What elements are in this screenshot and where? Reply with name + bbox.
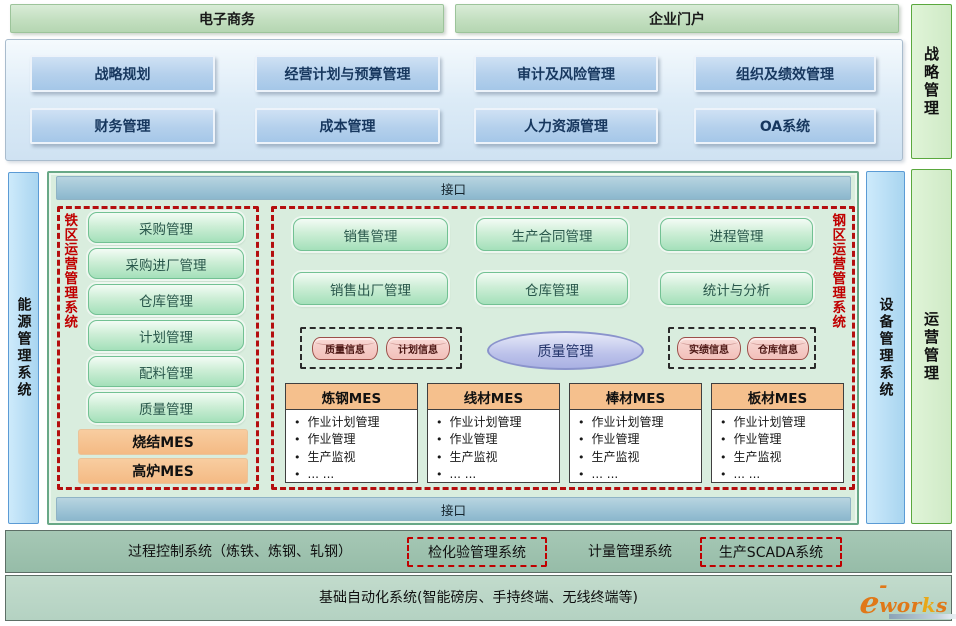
block-finance: 财务管理 — [30, 108, 215, 144]
quality-management-ellipse: 质量管理 — [487, 331, 644, 370]
mes-card-item: ... ... — [578, 466, 699, 483]
sintering-mes-bar: 烧结MES — [78, 429, 248, 455]
inspection-system-box: 检化验管理系统 — [407, 537, 547, 567]
steelmaking-mes-card: 炼钢MES 作业计划管理 作业管理 生产监视 ... ... — [285, 383, 418, 483]
block-org-performance: 组织及绩效管理 — [694, 55, 876, 92]
iron-block-planning: 计划管理 — [88, 320, 244, 351]
eworks-logo-underline — [889, 614, 956, 619]
steel-block-sales: 销售管理 — [293, 218, 448, 251]
block-cost: 成本管理 — [255, 108, 440, 144]
eworks-logo: e-works — [857, 575, 956, 621]
eworks-logo-e: e — [857, 586, 882, 621]
interface-bar-top: 接口 — [56, 176, 851, 200]
iron-block-purchasing: 采购管理 — [88, 212, 244, 243]
actual-info-cylinder: 实绩信息 — [677, 337, 741, 360]
mes-card-item: 作业管理 — [720, 431, 841, 448]
mes-card-item: 生产监视 — [294, 449, 415, 466]
interface-bar-bottom: 接口 — [56, 497, 851, 521]
blast-furnace-mes-bar: 高炉MES — [78, 458, 248, 484]
metering-system-label: 计量管理系统 — [588, 544, 672, 560]
info-group-left-box — [300, 327, 462, 369]
wire-rod-mes-card: 线材MES 作业计划管理 作业管理 生产监视 ... ... — [427, 383, 560, 483]
block-hr: 人力资源管理 — [474, 108, 658, 144]
mes-card-item: 生产监视 — [436, 449, 557, 466]
eworks-logo-s: s — [936, 593, 948, 617]
mes-card-item: 作业管理 — [578, 431, 699, 448]
strategy-management-sidebar: 战略管理 — [911, 4, 952, 159]
base-automation-label: 基础自动化系统(智能磅房、手持终端、无线终端等) — [319, 590, 638, 606]
eworks-logo-k: k — [921, 593, 937, 617]
enterprise-portal-bar: 企业门户 — [455, 4, 899, 33]
quality-info-cylinder: 质量信息 — [312, 337, 378, 360]
mes-card-item: 作业计划管理 — [720, 414, 841, 431]
warehouse-info-cylinder: 仓库信息 — [747, 337, 809, 360]
steel-block-production-contract: 生产合同管理 — [476, 218, 628, 251]
steel-block-statistics-analysis: 统计与分析 — [660, 272, 813, 305]
mes-card-item: ... ... — [294, 466, 415, 483]
operations-management-sidebar: 运营管理 — [911, 169, 952, 524]
steel-zone-label: 钢区运营管理系统 — [829, 213, 846, 329]
mes-card-title: 线材MES — [428, 384, 559, 410]
iron-block-purchase-entry: 采购进厂管理 — [88, 248, 244, 279]
mes-card-title: 炼钢MES — [286, 384, 417, 410]
mes-card-list: 作业计划管理 作业管理 生产监视 ... ... — [712, 414, 843, 484]
mes-card-item: 作业计划管理 — [578, 414, 699, 431]
info-group-right-box — [668, 327, 816, 369]
mes-card-item: 生产监视 — [578, 449, 699, 466]
steel-zone-box — [271, 206, 855, 490]
bar-mes-card: 棒材MES 作业计划管理 作业管理 生产监视 ... ... — [569, 383, 702, 483]
mes-card-item: 生产监视 — [720, 449, 841, 466]
iron-zone-box — [57, 206, 259, 490]
base-automation-bar — [5, 575, 952, 621]
scada-system-box: 生产SCADA系统 — [700, 537, 842, 567]
ecommerce-bar: 电子商务 — [10, 4, 444, 33]
energy-management-sidebar: 能源管理系统 — [8, 172, 39, 524]
mes-card-title: 棒材MES — [570, 384, 701, 410]
process-control-label: 过程控制系统（炼铁、炼钢、轧钢） — [128, 544, 352, 560]
mes-card-list: 作业计划管理 作业管理 生产监视 ... ... — [286, 414, 417, 484]
iron-block-quality: 质量管理 — [88, 392, 244, 423]
plan-info-cylinder: 计划信息 — [386, 337, 450, 360]
mes-card-list: 作业计划管理 作业管理 生产监视 ... ... — [570, 414, 701, 484]
block-audit-risk: 审计及风险管理 — [474, 55, 658, 92]
plate-mes-card: 板材MES 作业计划管理 作业管理 生产监视 ... ... — [711, 383, 844, 483]
steel-block-process: 进程管理 — [660, 218, 813, 251]
mes-card-item: 作业计划管理 — [436, 414, 557, 431]
mes-card-item: 作业管理 — [294, 431, 415, 448]
iron-block-batching: 配料管理 — [88, 356, 244, 387]
block-oa-system: OA系统 — [694, 108, 876, 144]
equipment-management-sidebar: 设备管理系统 — [866, 171, 905, 524]
block-strategic-planning: 战略规划 — [30, 55, 215, 92]
iron-block-warehouse: 仓库管理 — [88, 284, 244, 315]
mes-card-item: 作业管理 — [436, 431, 557, 448]
mes-card-item: 作业计划管理 — [294, 414, 415, 431]
eworks-logo-wor: -wor — [879, 573, 922, 617]
mes-card-item: ... ... — [436, 466, 557, 483]
mes-card-item: ... ... — [720, 466, 841, 483]
mes-card-title: 板材MES — [712, 384, 843, 410]
steel-block-sales-shipping: 销售出厂管理 — [293, 272, 448, 305]
steel-block-warehouse: 仓库管理 — [476, 272, 628, 305]
mes-card-list: 作业计划管理 作业管理 生产监视 ... ... — [428, 414, 559, 484]
block-operating-plan-budget: 经营计划与预算管理 — [255, 55, 440, 92]
iron-zone-label: 铁区运营管理系统 — [61, 213, 78, 329]
